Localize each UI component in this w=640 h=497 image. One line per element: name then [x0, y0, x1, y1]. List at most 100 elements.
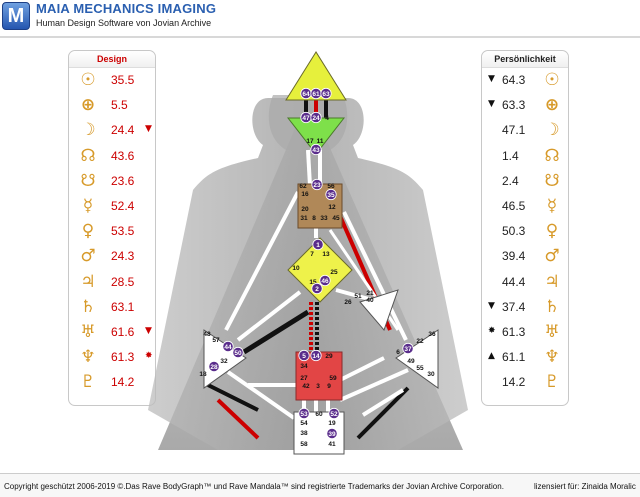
gate-label-63: 63 — [322, 91, 330, 98]
gate-label-47: 47 — [302, 115, 310, 122]
gate-label-26: 26 — [344, 299, 352, 306]
design-row-venus: ♀53.5 — [69, 219, 157, 243]
personality-row-mercury: ☿46.5 — [482, 194, 570, 218]
gate-label-10: 10 — [292, 265, 300, 272]
gate-label-15: 15 — [309, 279, 317, 286]
design-row-south-node: ☋23.6 — [69, 169, 157, 193]
mercury-icon: ☿ — [82, 196, 94, 216]
earth-icon: ⊕ — [80, 95, 96, 116]
gate-label-56: 56 — [327, 183, 335, 190]
gate-34: 34 — [300, 363, 308, 370]
gate-label-54: 54 — [300, 420, 308, 427]
gate-37: 37 — [402, 342, 414, 355]
gate-42: 42 — [302, 383, 310, 390]
gate-label-8: 8 — [312, 215, 316, 222]
sun-icon: ☉ — [80, 70, 96, 90]
gate-label-32: 32 — [220, 358, 228, 365]
design-row-moon: ☽24.4▼ — [69, 118, 157, 142]
gate-marker-37 — [402, 342, 414, 355]
mars-icon: ♂ — [80, 246, 96, 267]
gate-label-45: 45 — [332, 215, 340, 222]
gate-label-49: 49 — [407, 358, 415, 365]
earth-icon: ⊕ — [544, 95, 560, 116]
gate-value: 44.4 — [502, 274, 526, 289]
fixing-mark: ▼ — [145, 124, 152, 135]
north-node-icon: ☊ — [80, 145, 96, 166]
gate-53: 53 — [298, 407, 310, 420]
gate-15: 15 — [309, 279, 317, 286]
app-subtitle: Human Design Software von Jovian Archive — [36, 18, 212, 28]
gate-value: 5.5 — [111, 98, 128, 113]
gate-label-16: 16 — [301, 191, 309, 198]
south-node-icon: ☋ — [80, 170, 96, 191]
gate-label-41: 41 — [328, 441, 336, 448]
gate-label-33: 33 — [320, 215, 328, 222]
neptune-icon: ♆ — [544, 347, 560, 368]
gate-label-3: 3 — [316, 383, 320, 390]
gate-40: 40 — [366, 297, 374, 304]
south-node-icon: ☋ — [544, 170, 560, 191]
gate-label-18: 18 — [199, 371, 207, 378]
pluto-icon: ♇ — [544, 372, 560, 393]
gate-label-57: 57 — [212, 337, 220, 344]
gate-46: 46 — [319, 274, 331, 287]
gate-value: 35.5 — [111, 73, 135, 87]
gate-9: 9 — [327, 383, 331, 390]
gate-label-43: 43 — [312, 147, 320, 154]
design-row-uranus: ♅61.6▼ — [69, 320, 157, 344]
gate-value: 1.4 — [502, 148, 519, 163]
personality-row-north-node: ☊1.4 — [482, 144, 570, 168]
gate-7: 7 — [310, 251, 314, 258]
solar-plexus-center — [395, 329, 439, 389]
gate-label-30: 30 — [427, 371, 435, 378]
app-title: MAIA MECHANICS IMAGING — [36, 1, 217, 16]
gate-12: 12 — [328, 204, 336, 211]
copyright-text: Copyright geschützt 2006-2019 ©.Das Rave… — [4, 482, 504, 491]
gate-59: 59 — [329, 375, 337, 382]
personality-panel-header: Persönlichkeit — [482, 51, 568, 68]
gate-marker-24 — [310, 111, 322, 124]
gate-label-50: 50 — [234, 350, 242, 357]
gate-marker-14 — [310, 349, 322, 362]
gate-label-28: 28 — [210, 364, 218, 371]
gate-18: 18 — [199, 371, 207, 378]
gate-35: 35 — [325, 188, 337, 201]
gate-23: 23 — [311, 178, 323, 191]
personality-row-uranus: ♅61.3✸ — [482, 320, 570, 344]
gate-21: 21 — [366, 290, 374, 297]
fixing-mark: ▼ — [488, 74, 495, 84]
gate-value: 61.1 — [502, 350, 526, 365]
gate-32: 32 — [220, 358, 228, 365]
personality-row-south-node: ☋2.4 — [482, 169, 570, 193]
footer: Copyright geschützt 2006-2019 ©.Das Rave… — [0, 473, 640, 497]
heart-center — [359, 289, 399, 331]
gate-value: 24.3 — [111, 249, 135, 264]
gate-27: 27 — [300, 375, 308, 382]
design-row-north-node: ☊43.6 — [69, 144, 157, 168]
fixing-mark: ▼ — [145, 326, 152, 336]
personality-row-saturn: ♄37.4▼ — [482, 295, 570, 319]
gate-label-7: 7 — [310, 251, 314, 258]
fixing-mark: ✸ — [488, 326, 496, 336]
gate-label-6: 6 — [396, 349, 400, 356]
mercury-icon: ☿ — [546, 196, 558, 216]
gate-label-23: 23 — [313, 182, 321, 189]
gate-label-48: 48 — [203, 331, 211, 338]
design-row-earth: ⊕ 5.5 — [69, 93, 157, 117]
venus-icon: ♀ — [81, 221, 95, 242]
gate-value: 24.4 — [111, 123, 135, 138]
gate-25: 25 — [330, 269, 338, 276]
gate-value: 63.1 — [111, 299, 135, 314]
gate-label-61: 61 — [312, 91, 320, 98]
gate-38: 38 — [300, 430, 308, 437]
gate-56: 56 — [327, 183, 335, 190]
gate-label-17: 17 — [306, 138, 314, 145]
gate-label-31: 31 — [300, 215, 308, 222]
gate-marker-52 — [328, 407, 340, 420]
app-logo: M — [2, 2, 30, 30]
moon-icon: ☽ — [544, 120, 560, 141]
gate-19: 19 — [328, 420, 336, 427]
personality-row-neptune: ♆61.1▲ — [482, 345, 570, 369]
gate-47: 47 — [300, 111, 312, 124]
